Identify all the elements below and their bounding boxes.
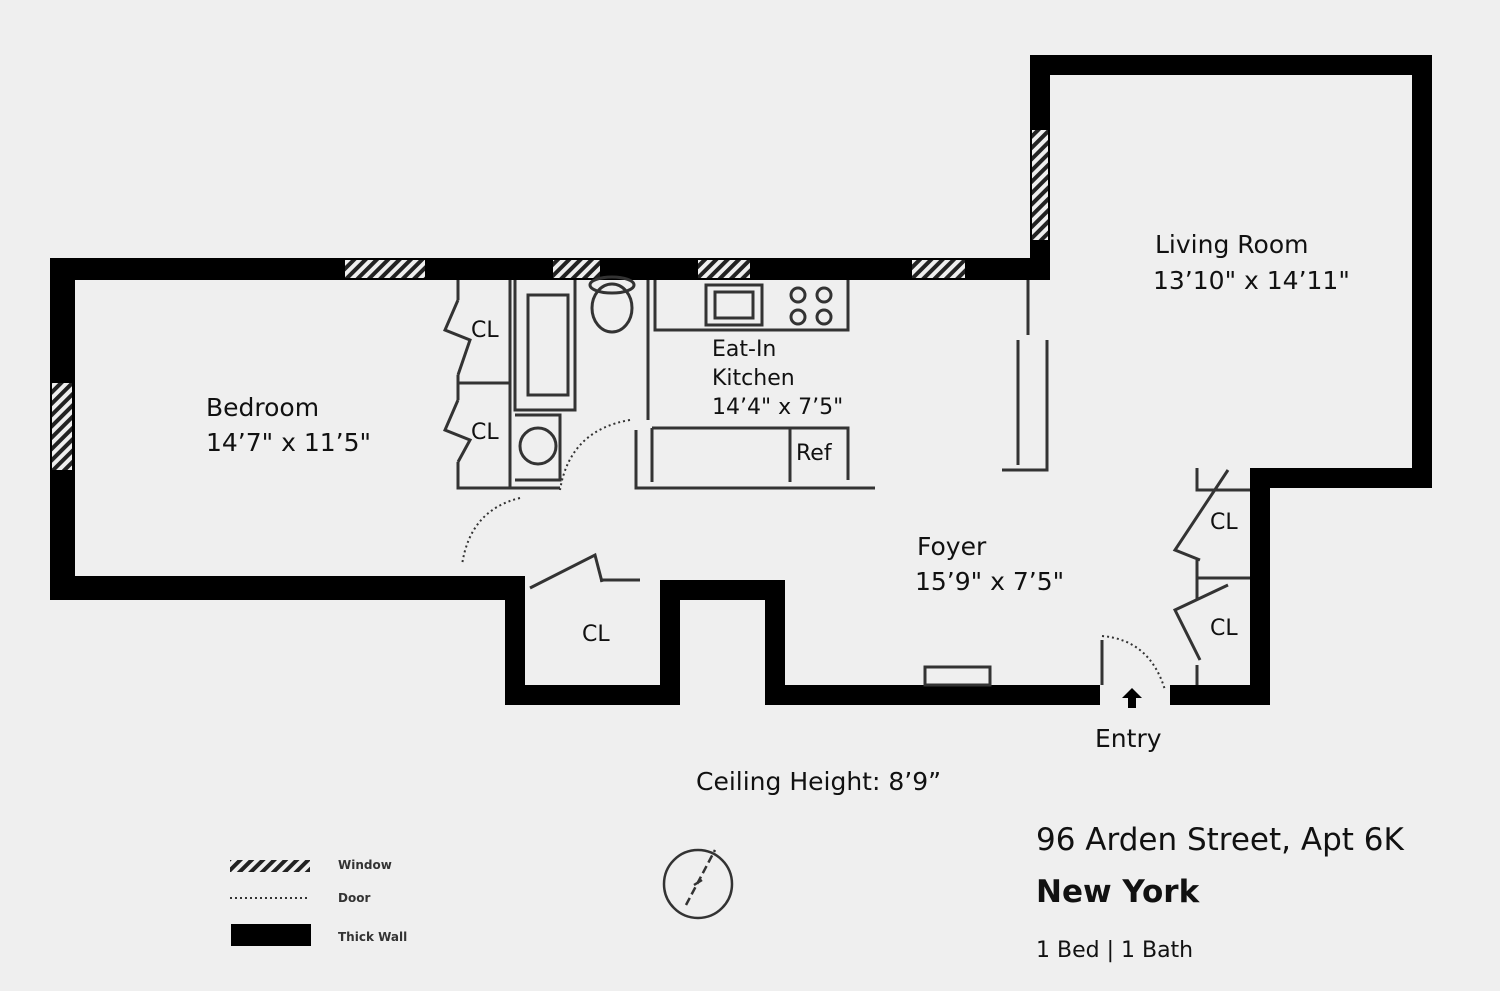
- ceiling-height: Ceiling Height: 8’9”: [696, 767, 942, 796]
- living-room-name: Living Room: [1155, 230, 1309, 259]
- entry-label: Entry: [1095, 724, 1162, 753]
- thick-walls: [50, 55, 1432, 705]
- legend-door-label: Door: [338, 891, 371, 905]
- kitchen-name-2: Kitchen: [712, 366, 795, 391]
- city: New York: [1036, 874, 1200, 910]
- closet-label: CL: [471, 318, 499, 343]
- legend-wall-label: Thick Wall: [338, 930, 408, 944]
- closet-label: CL: [1210, 616, 1238, 641]
- legend-wall-swatch: [231, 924, 311, 946]
- kitchen-name-1: Eat-In: [712, 337, 777, 362]
- closet-label: CL: [471, 420, 499, 445]
- bedroom-name: Bedroom: [206, 393, 320, 422]
- closet-label: CL: [582, 622, 610, 647]
- entry-arrow-icon: [1122, 688, 1142, 708]
- bedroom-dims: 14’7" x 11’5": [206, 428, 372, 457]
- legend-symbols: [230, 860, 311, 946]
- foyer-name: Foyer: [917, 532, 987, 561]
- door-swings: [461, 419, 1166, 691]
- address-line: 96 Arden Street, Apt 6K: [1036, 822, 1404, 858]
- compass-icon: [662, 848, 734, 920]
- legend-window-swatch: [230, 860, 310, 872]
- interior-walls: [443, 275, 1250, 687]
- kitchen-dims: 14’4" x 7’5": [712, 395, 844, 420]
- closet-label: CL: [1210, 510, 1238, 535]
- legend-window-label: Window: [338, 858, 392, 872]
- bed-bath-summary: 1 Bed | 1 Bath: [1036, 938, 1194, 963]
- windows: [52, 130, 1048, 470]
- living-room-dims: 13’10" x 14’11": [1153, 266, 1350, 295]
- ref-label: Ref: [796, 441, 832, 466]
- foyer-dims: 15’9" x 7’5": [915, 567, 1065, 596]
